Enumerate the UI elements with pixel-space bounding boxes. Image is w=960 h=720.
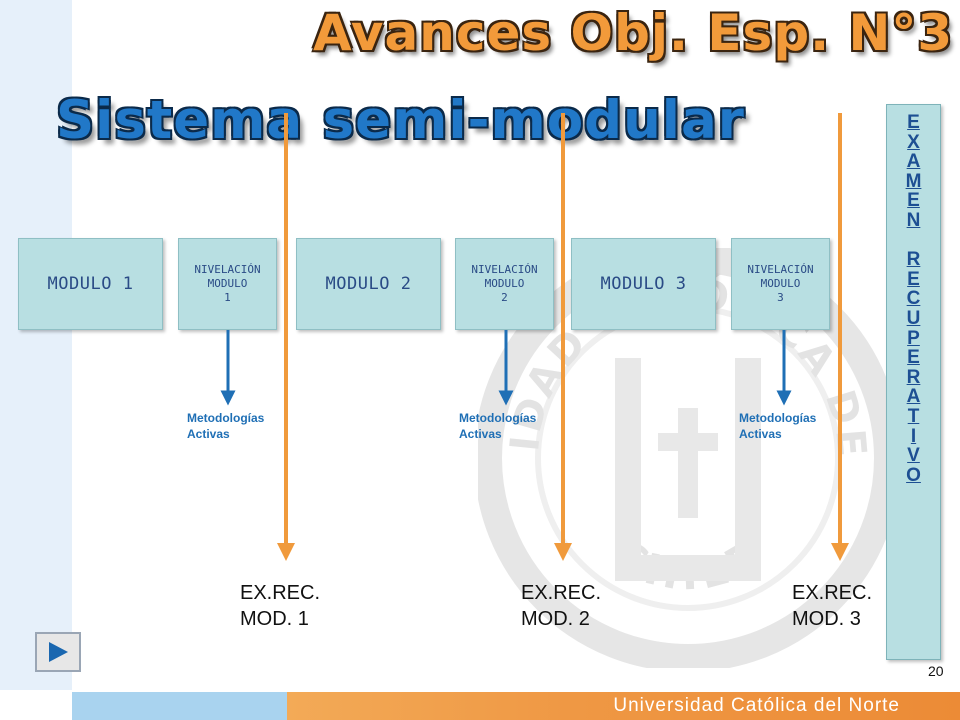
recovery-exam-letter: A <box>906 151 921 173</box>
left-background-strip <box>0 0 72 690</box>
page-subtitle: Sistema semi-modular <box>56 90 745 151</box>
methodology-label-2: Metodologías Activas <box>459 411 537 441</box>
leveling-module-1-label: NIVELACIÓN MODULO 1 <box>194 263 261 304</box>
page-number: 20 <box>928 663 944 679</box>
recovery-exam-letter: E <box>907 268 920 290</box>
module-1-label: MODULO 1 <box>47 274 134 294</box>
recovery-exam-letter: R <box>906 249 921 271</box>
recovery-exam-letter: V <box>907 445 920 467</box>
footer-university-name: Universidad Católica del Norte <box>613 695 900 716</box>
recovery-exam-letter: E <box>907 347 920 369</box>
methodology-label-3: Metodologías Activas <box>739 411 817 441</box>
recovery-exam-letter: N <box>906 209 921 231</box>
module-3-box: MODULO 3 <box>571 238 716 330</box>
recovery-exam-letter: X <box>907 131 920 153</box>
recovery-exam-letter: E <box>907 112 920 133</box>
recovery-exam-letter: I <box>910 425 917 447</box>
recovery-exam-letter: R <box>906 366 921 388</box>
play-triangle-icon <box>49 642 68 662</box>
footer-blue-band <box>72 692 287 720</box>
leveling-module-2-label: NIVELACIÓN MODULO 2 <box>471 263 538 304</box>
exam-label-1: EX.REC. MOD. 1 <box>240 582 321 630</box>
leveling-module-3-label: NIVELACIÓN MODULO 3 <box>747 263 814 304</box>
leveling-module-2-box: NIVELACIÓN MODULO 2 <box>455 238 554 330</box>
recovery-exam-letter: M <box>905 170 922 192</box>
exam-label-3: EX.REC. MOD. 3 <box>792 582 873 630</box>
module-1-box: MODULO 1 <box>18 238 163 330</box>
exam-label-2: EX.REC. MOD. 2 <box>521 582 602 630</box>
module-3-label: MODULO 3 <box>600 274 687 294</box>
leveling-module-1-box: NIVELACIÓN MODULO 1 <box>178 238 277 330</box>
recovery-exam-letter: P <box>907 327 920 349</box>
recovery-exam-letter: A <box>906 386 921 408</box>
module-2-label: MODULO 2 <box>325 274 412 294</box>
leveling-module-3-box: NIVELACIÓN MODULO 3 <box>731 238 830 330</box>
module-2-box: MODULO 2 <box>296 238 441 330</box>
recovery-exam-letter: C <box>906 288 921 310</box>
recovery-exam-letter: E <box>907 190 920 212</box>
page-title: Avances Obj. Esp. N°3 <box>313 4 954 62</box>
footer-orange-band <box>287 692 960 720</box>
next-slide-button[interactable] <box>35 632 81 672</box>
recovery-exam-letter: O <box>906 464 921 486</box>
methodology-label-1: Metodologías Activas <box>187 411 265 441</box>
recovery-exam-letter: T <box>907 405 920 427</box>
recovery-exam-letter: U <box>906 307 921 329</box>
recovery-exam-letter <box>887 231 940 251</box>
